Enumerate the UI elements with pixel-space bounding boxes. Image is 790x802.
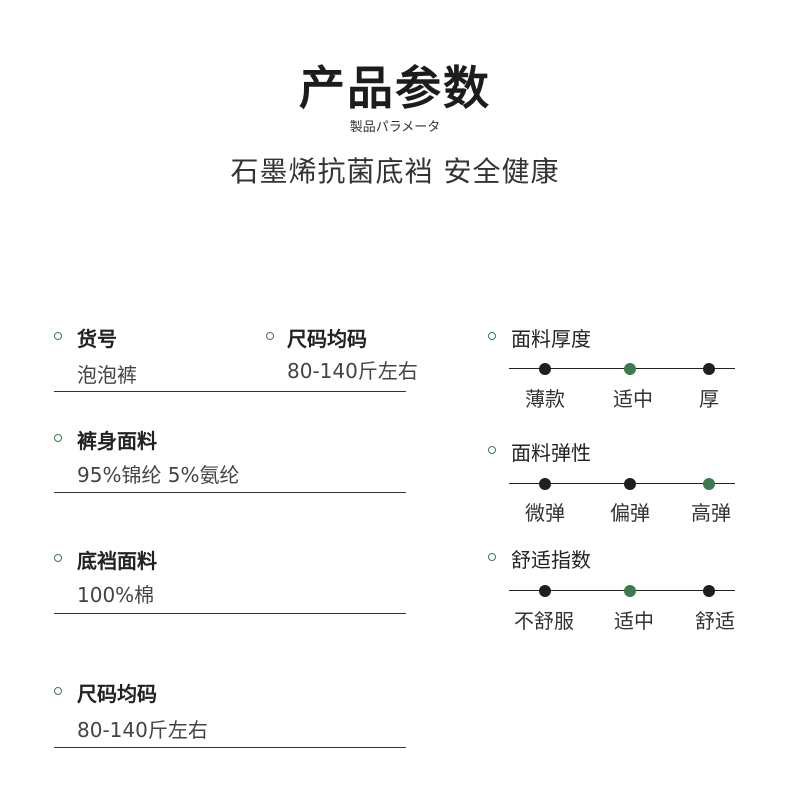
scale-track [509,368,735,369]
item-no-value: 泡泡裤 [77,363,137,387]
bullet-circle-icon [54,332,62,340]
scale-dot [539,363,551,375]
bullet-circle-icon [54,554,62,562]
scale-option: 不舒服 [514,609,574,633]
scale-option: 适中 [614,609,654,633]
size-value: 80-140斤左右 [77,718,208,742]
scale-dot [624,478,636,490]
bullet-circle-icon [54,434,62,442]
scale-option: 适中 [613,387,653,411]
item-no-label: 货号 [77,327,117,351]
divider [54,613,406,614]
scale-track [509,590,735,591]
bullet-circle-icon [266,332,274,340]
bullet-circle-icon [54,687,62,695]
scale-dot [703,585,715,597]
page-title: 产品参数 [299,61,491,115]
scale-track [509,483,735,484]
crotch-fabric-value: 100%棉 [77,583,155,607]
scale-label-thickness: 面料厚度 [511,327,591,351]
scale-dot [703,363,715,375]
scale-option: 舒适 [695,609,735,633]
crotch-fabric-label: 底裆面料 [77,549,157,573]
body-fabric-value: 95%锦纶 5%氨纶 [77,463,240,487]
scale-label-comfort: 舒适指数 [511,548,591,572]
divider [54,747,406,748]
scale-dot-selected [624,363,636,375]
body-fabric-label: 裤身面料 [77,429,157,453]
scale-option: 薄款 [525,387,565,411]
bullet-circle-icon [488,332,496,340]
scale-dot [539,585,551,597]
size-label: 尺码均码 [77,682,157,706]
page-tagline: 石墨烯抗菌底裆 安全健康 [230,155,560,188]
bullet-circle-icon [488,553,496,561]
scale-option: 微弹 [525,501,565,525]
scale-option: 厚 [699,387,719,411]
scale-dot-selected [703,478,715,490]
scale-label-elasticity: 面料弹性 [511,441,591,465]
scale-dot [539,478,551,490]
size-label: 尺码均码 [287,327,367,351]
bullet-circle-icon [488,446,496,454]
scale-dot-selected [624,585,636,597]
divider [54,391,406,392]
page-subtitle-jp: 製品パラメータ [349,120,441,135]
scale-option: 偏弹 [610,501,650,525]
divider [54,492,406,493]
scale-option: 高弹 [691,501,731,525]
size-value: 80-140斤左右 [287,359,418,383]
